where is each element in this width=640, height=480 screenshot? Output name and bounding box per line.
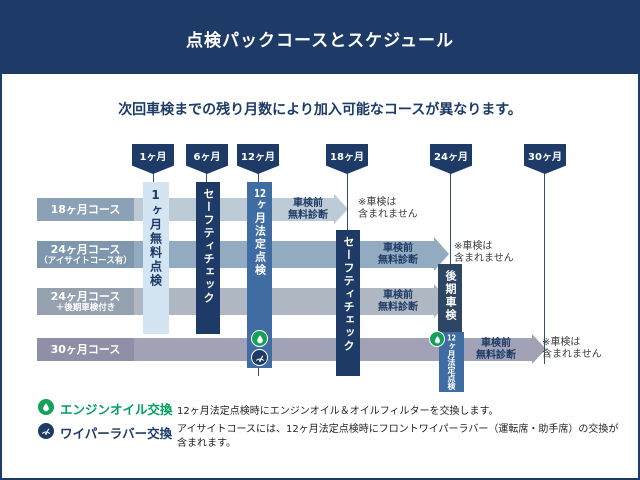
course-arrow-24month-eyesight: [434, 237, 449, 271]
course-label-24month-late: 24ヶ月コース ＋後期車検付き: [37, 288, 134, 315]
engine-oil-icon: [429, 331, 445, 347]
course-label-18month: 18ヶ月コース: [37, 198, 134, 221]
legend-title-wiper-rubber: ワイパーラバー交換: [60, 426, 173, 441]
milestone-badge-6month: 6ヶ月: [186, 144, 228, 174]
course-label-24month-eyesight: 24ヶ月コース （アイサイトコース有）: [37, 241, 134, 268]
milestone-badge-18month: 18ヶ月: [326, 144, 368, 174]
pre-inspection-note-4: 車検前 無料診断: [476, 338, 516, 361]
column-safety-check-1: セーフティチェック: [196, 182, 220, 334]
legend-desc-wiper-rubber: アイサイトコースには、12ヶ月法定点検時にフロントワイパーラバー（運転席・助手席…: [177, 424, 619, 449]
milestone-badge-30month: 30ヶ月: [524, 144, 566, 174]
pre-inspection-note-3: 車検前 無料診断: [378, 290, 418, 313]
milestone-badge-12month: 12ヶ月: [237, 144, 279, 174]
engine-oil-icon: [38, 399, 54, 415]
header: 点検パックコースとスケジュール: [2, 2, 638, 74]
wiper-rubber-icon: [38, 423, 54, 439]
course-arrow-30month: [532, 334, 546, 364]
course-bar-18month: [134, 198, 334, 221]
course-label-30month: 30ヶ月コース: [37, 338, 134, 361]
column-first-month-free-check: 1ヶ月無料点検: [143, 182, 169, 334]
course-bar-24month-late: [134, 288, 434, 315]
disclaimer-2: ※車検は 含まれません: [454, 241, 514, 264]
milestone-badge-1month: 1ヶ月: [132, 144, 174, 174]
milestone-badge-24month: 24ヶ月: [430, 144, 472, 174]
timeline-line-30month: [544, 172, 545, 364]
page-title: 点検パックコースとスケジュール: [186, 30, 454, 51]
legend-title-engine-oil: エンジンオイル交換: [60, 402, 173, 417]
legend-desc-engine-oil: 12ヶ月法定点検時にエンジンオイル＆オイルフィルターを交換します。: [177, 406, 499, 417]
disclaimer-1: ※車検は 含まれません: [358, 197, 418, 220]
column-safety-check-2: セーフティチェック: [336, 230, 360, 376]
column-late-inspection: 後期車検: [438, 264, 462, 332]
pre-inspection-note-1: 車検前 無料診断: [288, 198, 328, 221]
subtitle: 次回車検までの残り月数により加入可能なコースが異なります。: [118, 102, 522, 118]
engine-oil-icon: [251, 330, 268, 347]
course-arrow-18month: [334, 194, 348, 224]
disclaimer-4: ※車検は 含まれません: [542, 337, 602, 360]
wiper-rubber-icon: [251, 349, 268, 366]
pre-inspection-note-2: 車検前 無料診断: [378, 243, 418, 266]
course-bar-24month-eyesight: [134, 241, 434, 268]
